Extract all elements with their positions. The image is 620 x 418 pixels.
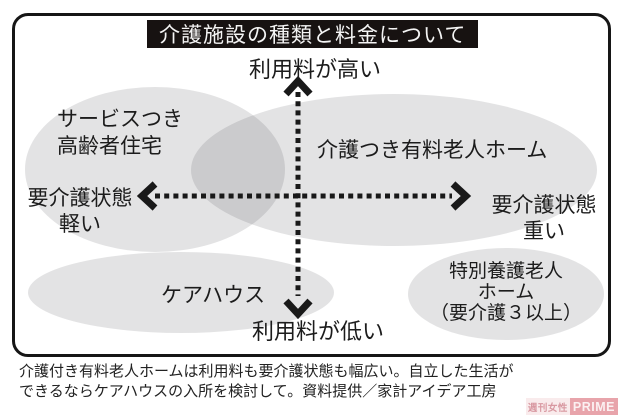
ellipse-service-housing: [25, 87, 285, 252]
label-service-housing: サービスつき 高齢者住宅: [57, 106, 183, 160]
axis-label-left-line2: 軽い: [59, 213, 101, 236]
watermark-badge: 週刊女性 PRIME: [525, 398, 618, 415]
caption: 介護付き有料老人ホームは利用料も要介護状態も幅広い。自立した生活が できるならケ…: [19, 362, 514, 402]
watermark-magazine: 週刊女性: [525, 398, 570, 415]
label-special-nursing-home: 特別養護老人 ホーム （要介護３以上）: [408, 261, 604, 324]
axis-label-left-line1: 要介護状態: [27, 187, 133, 210]
axis-label-bottom: 利用料が低い: [251, 319, 384, 344]
ellipse-care-house: [28, 252, 334, 333]
label-special-nursing-home-line2: ホーム: [477, 282, 535, 303]
diagram-title-text: 介護施設の種類と料金について: [159, 24, 467, 47]
caption-line-1: 介護付き有料老人ホームは利用料も要介護状態も幅広い。自立した生活が: [19, 363, 514, 380]
watermark-brand: PRIME: [569, 398, 618, 415]
label-special-nursing-home-line1: 特別養護老人: [448, 261, 563, 282]
diagram-title: 介護施設の種類と料金について: [147, 20, 479, 48]
axis-label-left: 要介護状態 軽い: [14, 186, 146, 238]
ellipse-paid-nursing-home: [191, 94, 597, 246]
caption-line-2: できるならケアハウスの入所を検討して。資料提供／家計アイデア工房: [19, 383, 497, 400]
ellipse-special-nursing-home: [408, 248, 604, 340]
label-care-house: ケアハウス: [161, 284, 266, 307]
label-paid-nursing-home: 介護つき有料老人ホーム: [317, 139, 548, 162]
axis-label-right-line2: 重い: [523, 220, 565, 243]
axis-label-right: 要介護状態 重い: [482, 193, 606, 245]
label-service-housing-line1: サービスつき: [57, 108, 183, 131]
axis-label-right-line1: 要介護状態: [491, 194, 597, 217]
label-service-housing-line2: 高齢者住宅: [57, 135, 162, 158]
axis-label-top: 利用料が高い: [248, 57, 381, 82]
diagram-frame: [12, 13, 611, 357]
label-special-nursing-home-line3: （要介護３以上）: [429, 303, 582, 324]
